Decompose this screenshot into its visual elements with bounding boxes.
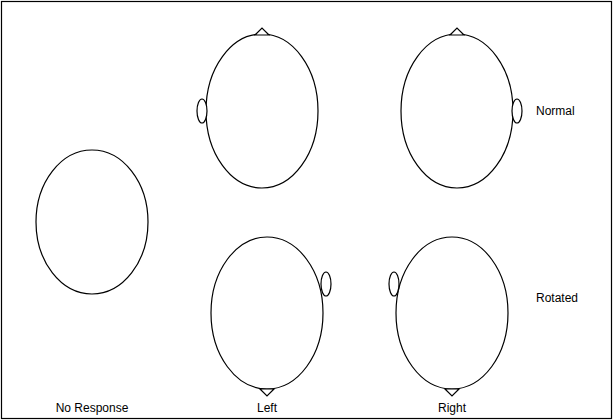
column-label: Left (257, 401, 277, 415)
ear-ellipse (389, 272, 399, 296)
head-outline (401, 34, 513, 188)
column-label: No Response (56, 401, 129, 415)
ear-ellipse (321, 272, 331, 296)
nose-triangle (450, 28, 464, 35)
row-label: Rotated (536, 291, 578, 305)
nose-triangle (445, 389, 459, 396)
nose-triangle (255, 28, 269, 35)
column-label: Right (438, 401, 466, 415)
ear-ellipse (512, 99, 522, 123)
nose-triangle (260, 389, 274, 396)
ear-ellipse (197, 99, 207, 123)
head-outline (206, 34, 318, 188)
head-outline (211, 237, 323, 389)
head-outline (36, 150, 148, 294)
head-outline (396, 237, 508, 389)
row-label: Normal (536, 104, 575, 118)
